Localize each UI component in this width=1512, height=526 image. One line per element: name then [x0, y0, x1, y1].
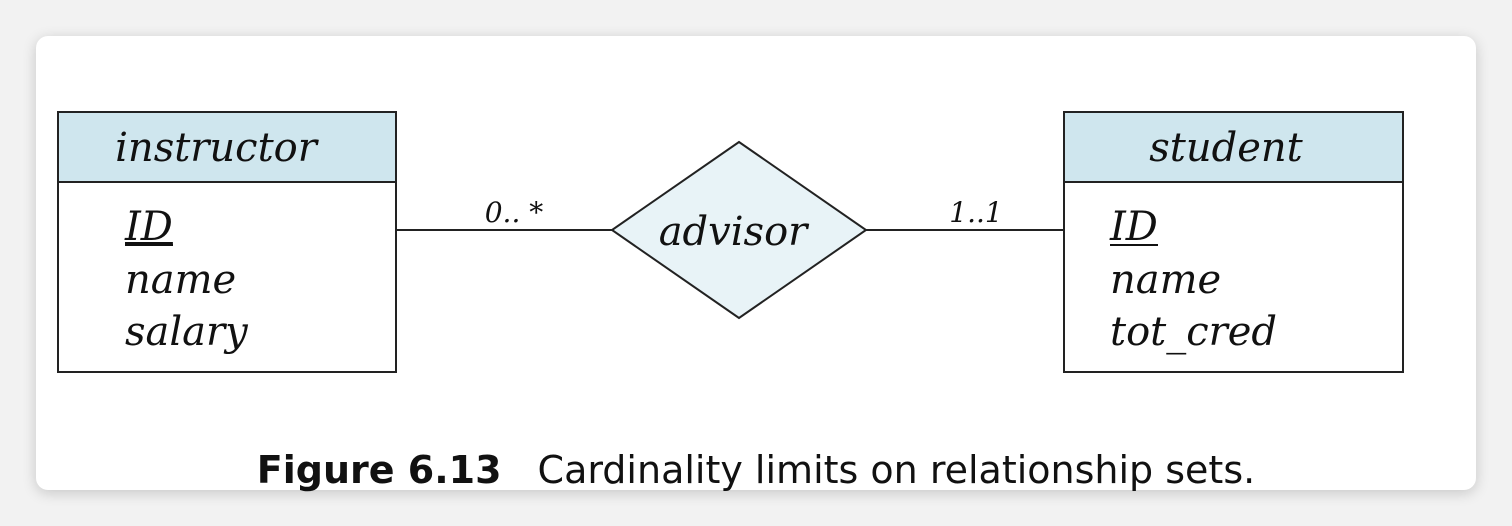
instructor-attr-name: name	[125, 257, 236, 303]
relationship-advisor: advisor	[610, 140, 868, 320]
figure-number: Figure 6.13	[256, 448, 502, 492]
student-attr-tot-cred: tot_cred	[1110, 309, 1277, 355]
figure-caption-text: Cardinality limits on relationship sets.	[537, 448, 1256, 492]
entity-student-header	[1063, 111, 1404, 183]
instructor-attr-salary: salary	[125, 309, 249, 355]
entity-student: student ID name tot_cred	[1063, 111, 1404, 373]
student-attr-id: ID	[1109, 204, 1158, 250]
student-attr-name: name	[1110, 257, 1221, 303]
entity-instructor: instructor ID name salary	[57, 111, 397, 373]
entity-instructor-header	[57, 111, 397, 183]
cardinality-instructor-side: 0.. *	[485, 196, 544, 229]
relationship-advisor-label: advisor	[659, 209, 810, 255]
cardinality-student-side: 1..1	[949, 196, 1002, 229]
figure-caption: Figure 6.13 Cardinality limits on relatio…	[0, 448, 1512, 492]
instructor-attr-id: ID	[124, 204, 173, 250]
entity-instructor-title: instructor	[115, 125, 320, 171]
relationship-advisor-diamond	[610, 140, 868, 320]
entity-student-title: student	[1149, 125, 1303, 171]
